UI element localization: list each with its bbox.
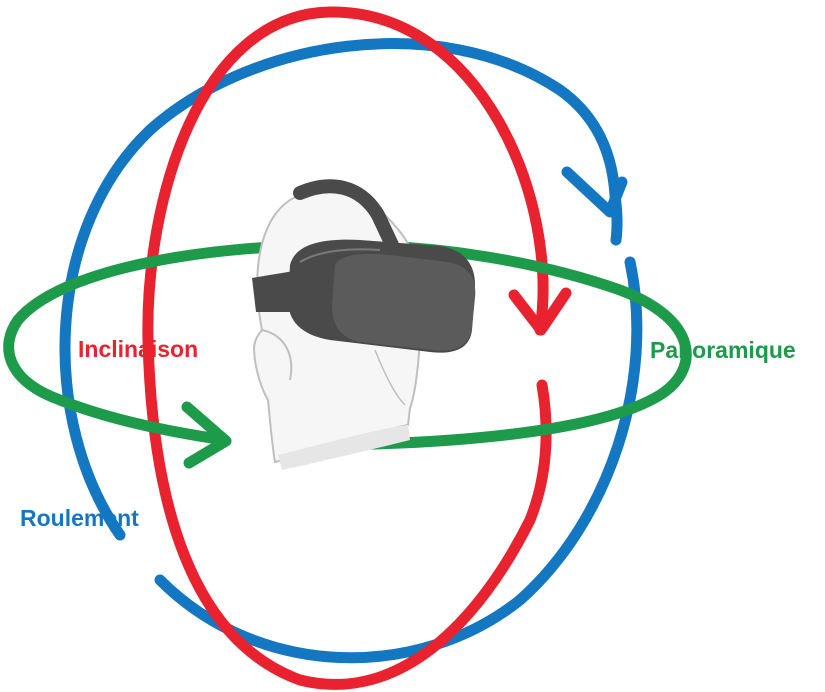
pitch-arrow-icon — [508, 287, 572, 336]
roll-label: Roulement — [20, 505, 139, 531]
roll-ring-front — [609, 189, 623, 246]
roll-ring-back — [59, 38, 643, 664]
yaw-label: Panoramique — [650, 337, 796, 363]
yaw-arrow-icon — [181, 401, 232, 469]
pitch-ring — [142, 6, 552, 690]
vr-headset-icon — [252, 179, 476, 353]
pitch-label: Inclinaison — [78, 336, 198, 362]
